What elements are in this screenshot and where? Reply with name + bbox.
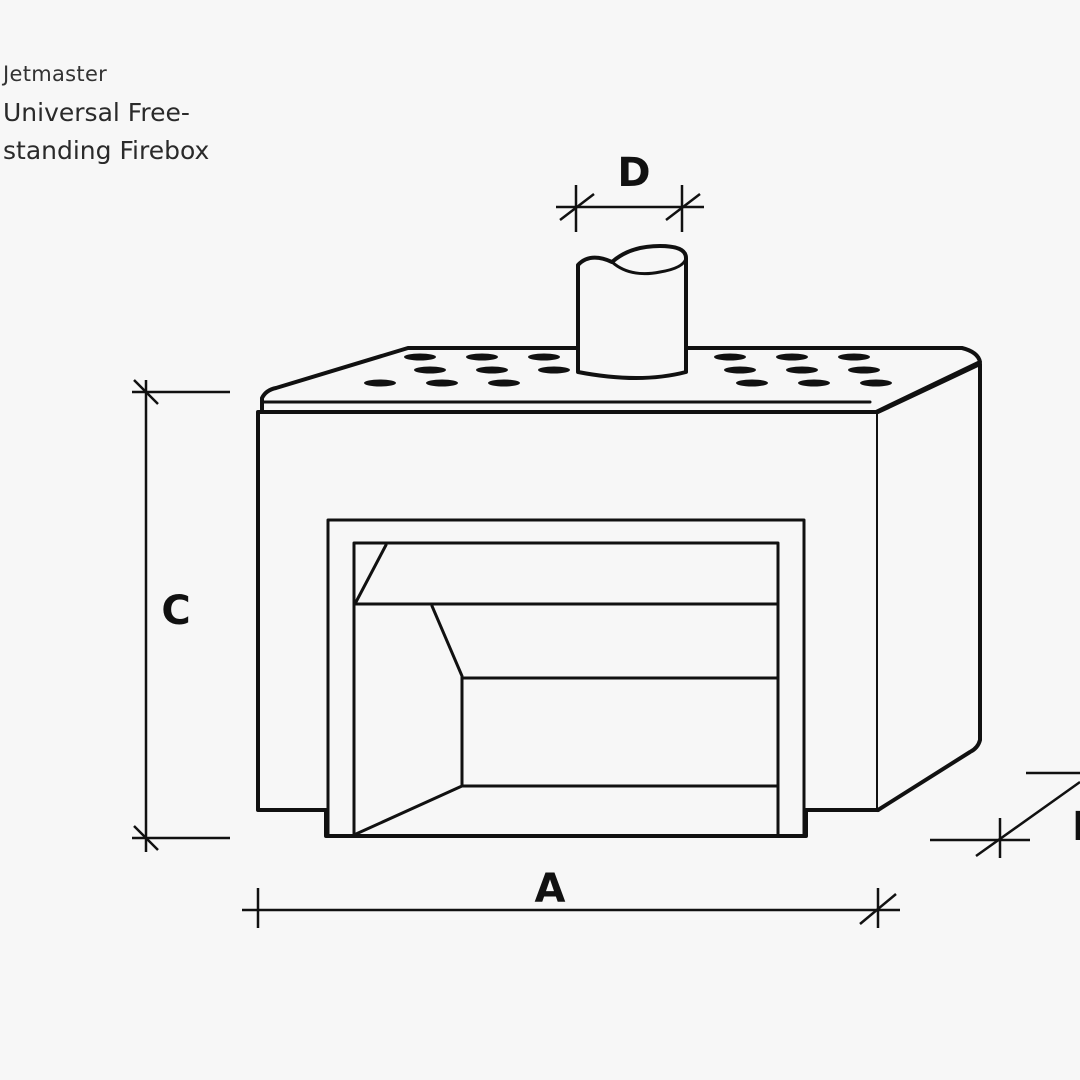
firebox-opening	[352, 541, 780, 838]
vent-hole	[426, 379, 458, 387]
dimension-a-line	[242, 888, 900, 928]
label-a: A	[535, 866, 566, 912]
firebox-front	[256, 410, 880, 838]
vent-hole	[488, 379, 520, 387]
vent-hole	[776, 353, 808, 361]
vent-hole	[848, 366, 880, 374]
vent-hole	[466, 353, 498, 361]
label-d: D	[617, 150, 650, 196]
vent-hole	[528, 353, 560, 361]
label-b: B	[1072, 804, 1080, 850]
vent-hole	[538, 366, 570, 374]
vent-hole	[476, 366, 508, 374]
vent-hole	[364, 379, 396, 387]
firebox-side	[876, 362, 982, 812]
vent-hole	[798, 379, 830, 387]
dimension-d-line	[556, 185, 704, 232]
dimension-b-line	[930, 771, 1080, 858]
vent-holes	[364, 353, 892, 387]
label-c: C	[161, 588, 190, 634]
dimension-c-line	[132, 379, 230, 852]
vent-hole	[714, 353, 746, 361]
firebox-top	[260, 346, 982, 414]
vent-hole	[404, 353, 436, 361]
vent-hole	[414, 366, 446, 374]
vent-hole	[736, 379, 768, 387]
flue-pipe	[576, 244, 688, 380]
brand-name: Jetmaster	[3, 62, 108, 86]
vent-hole	[724, 366, 756, 374]
product-title: Universal Free-standing Firebox	[3, 98, 210, 165]
vent-hole	[860, 379, 892, 387]
vent-hole	[838, 353, 870, 361]
vent-hole	[786, 366, 818, 374]
